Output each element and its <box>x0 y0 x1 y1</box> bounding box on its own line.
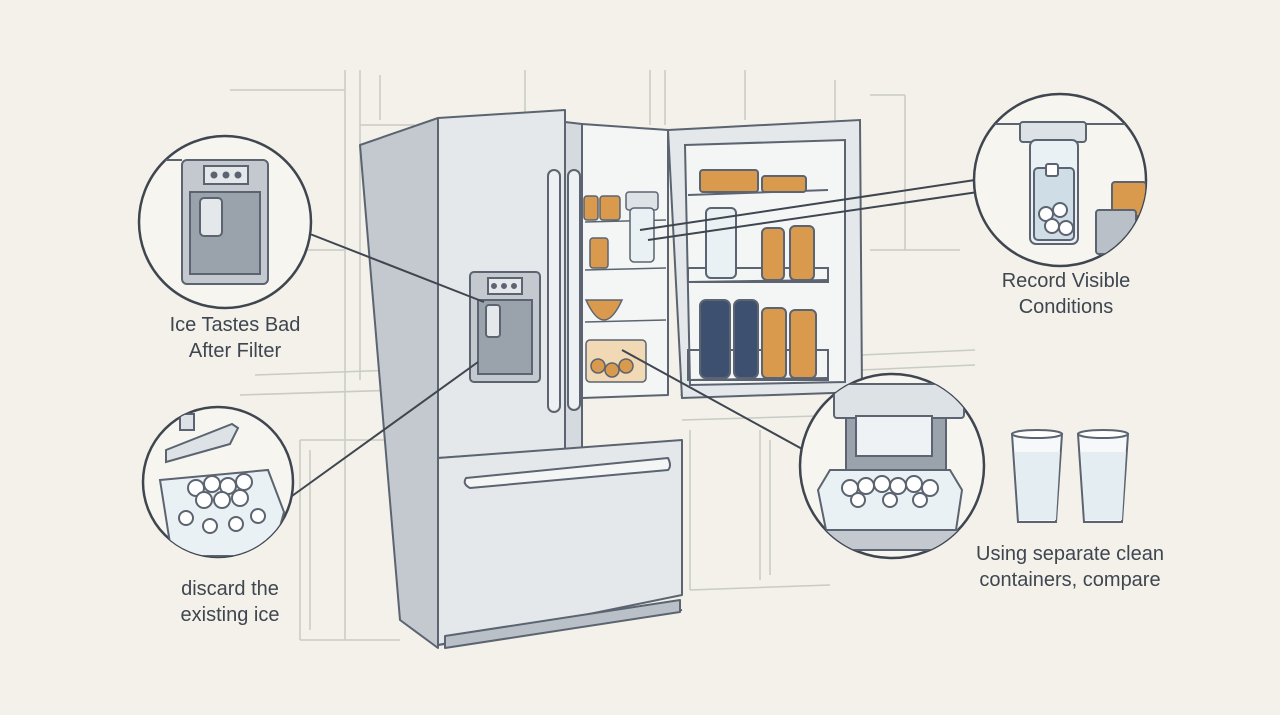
kitchen-cabinets <box>230 70 976 641</box>
callout-filter-closeup <box>972 92 1148 268</box>
water-glasses <box>1010 429 1130 523</box>
label-line: existing ice <box>180 604 280 626</box>
label-line: containers, compare <box>979 569 1161 591</box>
label-line: Using separate clean <box>976 543 1164 565</box>
label-line: discard the <box>181 578 279 600</box>
label-line: Conditions <box>1018 296 1114 318</box>
label-ice-tastes-bad: Ice Tastes Bad After Filter <box>140 312 330 364</box>
callout-ice-maker <box>798 372 986 560</box>
label-discard-ice: discard the existing ice <box>135 576 325 628</box>
callout-lines <box>291 179 979 497</box>
callout-ice-bin <box>141 405 295 559</box>
fridge-interior <box>583 191 667 383</box>
open-door <box>666 118 864 400</box>
label-record-conditions: Record Visible Conditions <box>966 268 1166 320</box>
label-line: Ice Tastes Bad <box>169 314 301 336</box>
water-dispenser <box>469 271 541 383</box>
callout-dispenser-closeup <box>137 134 313 310</box>
door-handles <box>547 169 581 413</box>
label-compare-containers: Using separate clean containers, compare <box>960 541 1180 593</box>
label-line: Record Visible <box>1001 270 1131 292</box>
label-line: After Filter <box>188 340 282 362</box>
